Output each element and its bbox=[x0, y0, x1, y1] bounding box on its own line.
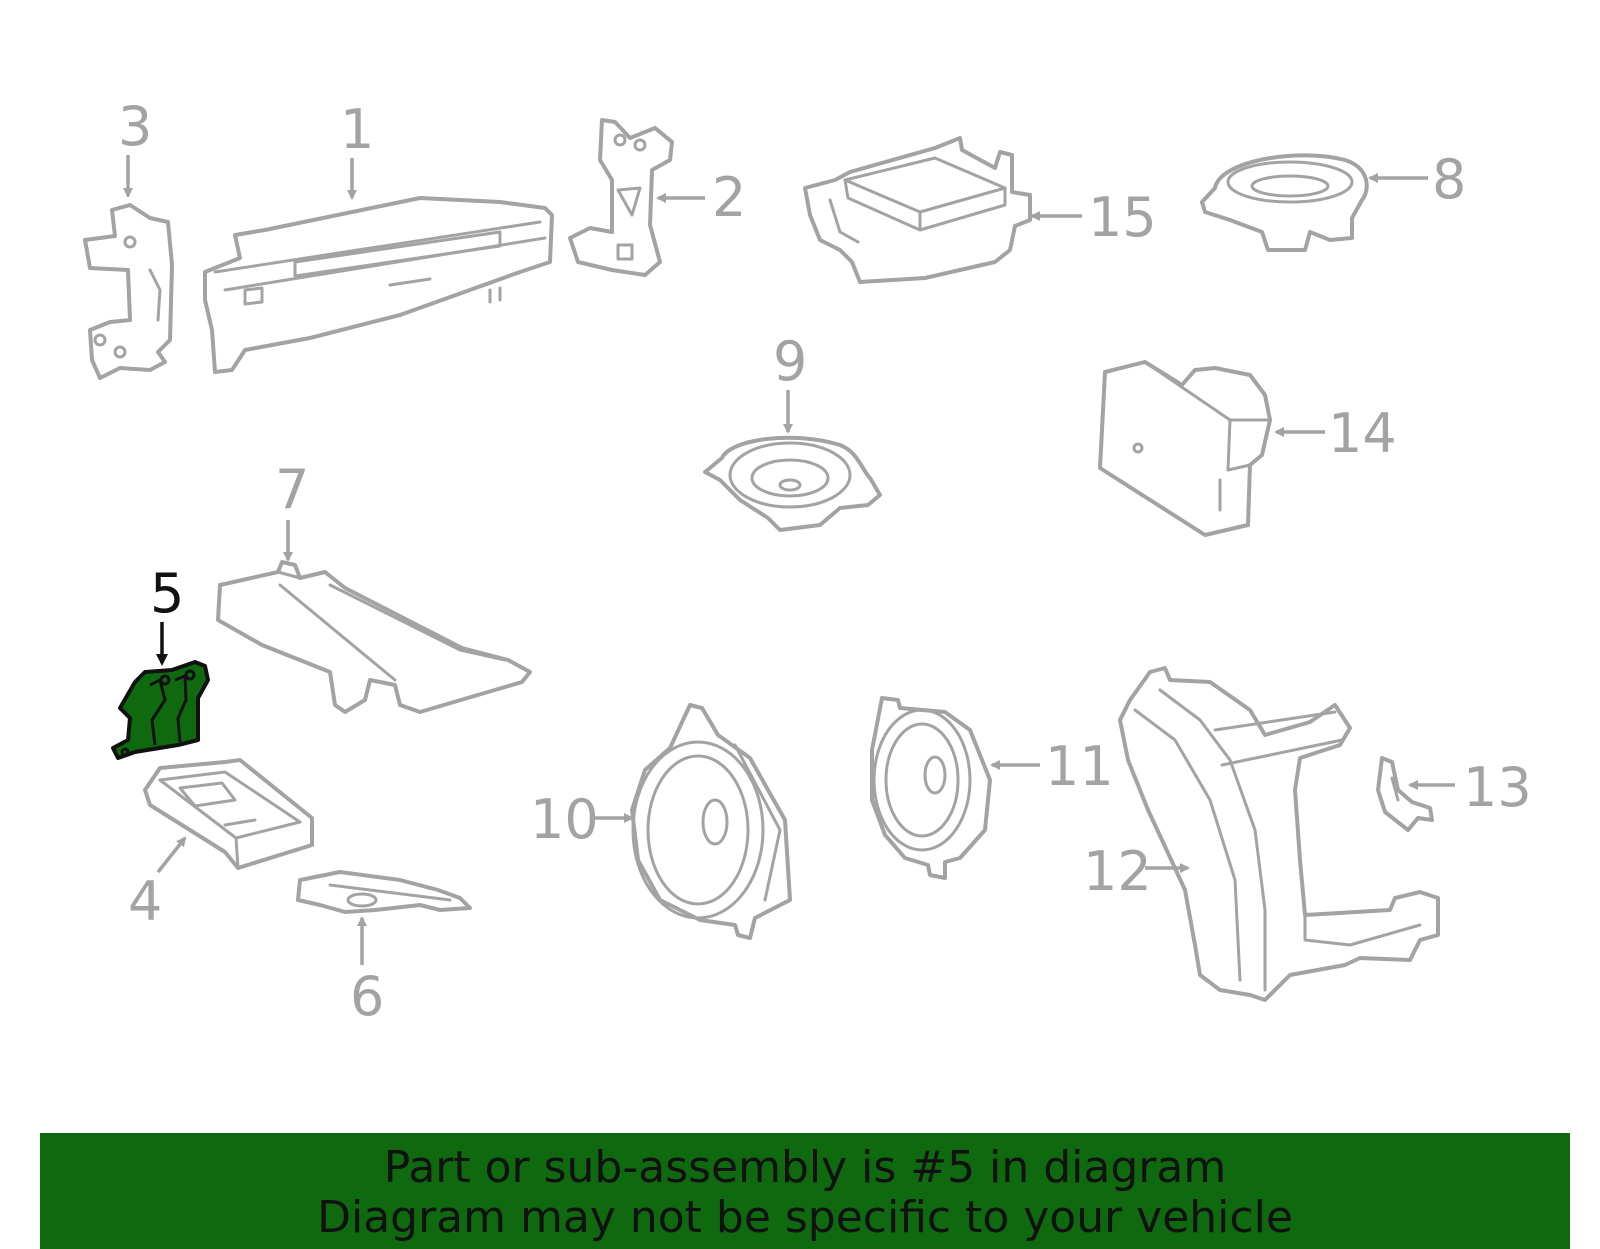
callout-11[interactable]: 11 bbox=[1045, 735, 1114, 798]
part-8-speaker-ring[interactable] bbox=[1200, 153, 1369, 252]
callout-3[interactable]: 3 bbox=[118, 95, 152, 158]
callout-9[interactable]: 9 bbox=[773, 330, 807, 393]
part-11-speaker[interactable] bbox=[870, 696, 992, 880]
callout-8[interactable]: 8 bbox=[1432, 148, 1466, 211]
banner-line-part: Part or sub-assembly is #5 in diagram bbox=[383, 1142, 1227, 1193]
callout-10[interactable]: 10 bbox=[530, 788, 599, 851]
callout-12[interactable]: 12 bbox=[1083, 840, 1152, 903]
callout-5[interactable]: 5 bbox=[150, 562, 184, 625]
part-13-clip[interactable] bbox=[1376, 756, 1434, 832]
part-12-enclosure[interactable] bbox=[1118, 666, 1440, 1002]
part-3-bracket[interactable] bbox=[83, 203, 174, 380]
callout-13[interactable]: 13 bbox=[1463, 756, 1532, 819]
part-6-plate[interactable] bbox=[296, 870, 472, 914]
part-10-speaker[interactable] bbox=[630, 703, 792, 940]
callout-6[interactable]: 6 bbox=[350, 965, 384, 1028]
part-15-module[interactable] bbox=[803, 136, 1032, 284]
part-7-cover[interactable] bbox=[216, 560, 532, 714]
part-9-speaker[interactable] bbox=[703, 435, 882, 532]
callout-14[interactable]: 14 bbox=[1328, 402, 1397, 465]
banner-line-disclaimer: Diagram may not be specific to your vehi… bbox=[317, 1192, 1293, 1243]
callout-4[interactable]: 4 bbox=[128, 870, 162, 933]
callout-7[interactable]: 7 bbox=[275, 458, 309, 521]
part-1-display-unit[interactable] bbox=[203, 196, 554, 374]
callout-2[interactable]: 2 bbox=[712, 166, 746, 229]
leader-4 bbox=[156, 836, 187, 874]
part-14-amplifier[interactable] bbox=[1098, 360, 1272, 537]
part-2-bracket[interactable] bbox=[568, 118, 674, 277]
info-banner: Part or sub-assembly is #5 in diagram Di… bbox=[40, 1133, 1570, 1249]
part-5-bracket[interactable] bbox=[111, 660, 210, 760]
part-4-module[interactable] bbox=[143, 758, 314, 870]
callout-15[interactable]: 15 bbox=[1088, 186, 1157, 249]
callout-1[interactable]: 1 bbox=[340, 98, 374, 161]
